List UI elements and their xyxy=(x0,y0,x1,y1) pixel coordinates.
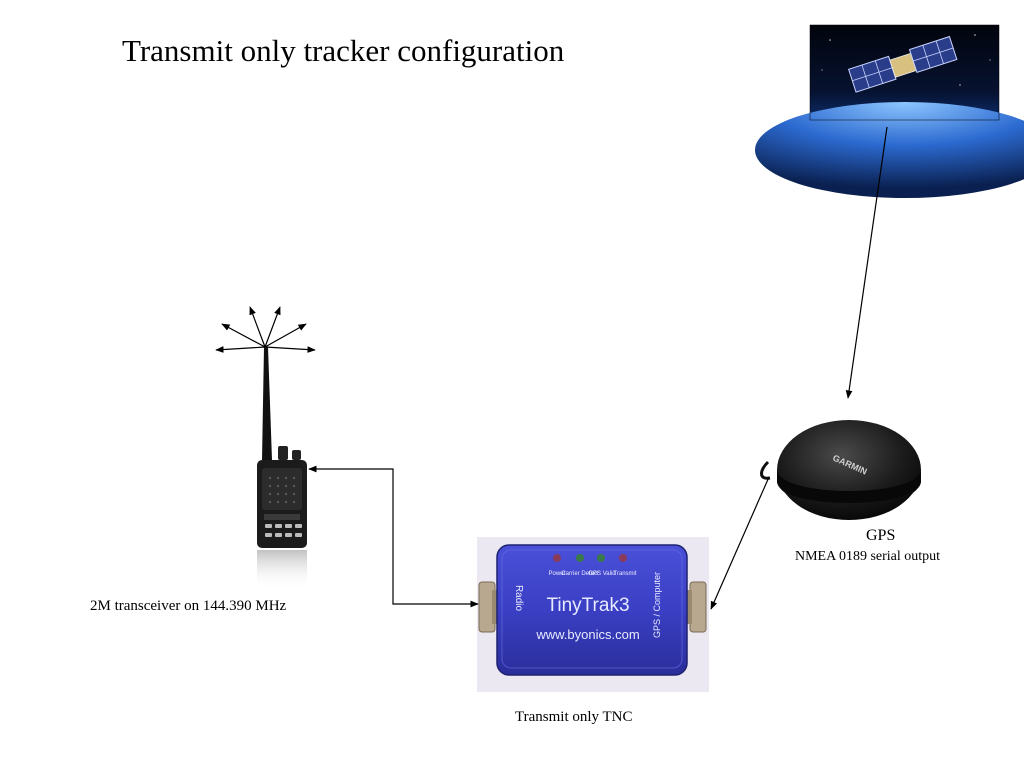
radiation-arrows xyxy=(215,306,316,353)
satellite-image xyxy=(755,24,1024,198)
tnc-url: www.byonics.com xyxy=(535,627,639,642)
led-label-gps-valid: GPS Valid xyxy=(588,571,615,577)
arrow-gps-to-tnc xyxy=(710,476,770,610)
tnc-caption: Transmit only TNC xyxy=(515,709,633,725)
led-label-power: Power xyxy=(548,571,565,577)
led-label-transmit: Transmit xyxy=(613,571,636,577)
gps-subcaption: NMEA 0189 serial output xyxy=(795,549,941,564)
arrow-tnc-radio xyxy=(308,465,479,608)
tnc-port-gps: GPS / Computer xyxy=(652,572,662,638)
tnc-port-radio: Radio xyxy=(513,585,524,612)
tnc-leds xyxy=(553,554,627,562)
connection-arrows xyxy=(308,126,888,610)
radio-caption: 2M transceiver on 144.390 MHz xyxy=(90,598,287,614)
page-title: Transmit only tracker configuration xyxy=(122,33,565,68)
led-label-carrier: Carrier Detect xyxy=(561,571,599,577)
arrow-satellite-to-gps xyxy=(845,126,888,399)
gps-image: GARMIN xyxy=(760,420,921,520)
radio-image xyxy=(215,306,316,590)
tnc-image: Power Carrier Detect GPS Valid Transmit … xyxy=(477,537,709,692)
gps-caption: GPS xyxy=(866,527,896,544)
tnc-brand: TinyTrak3 xyxy=(546,595,629,616)
